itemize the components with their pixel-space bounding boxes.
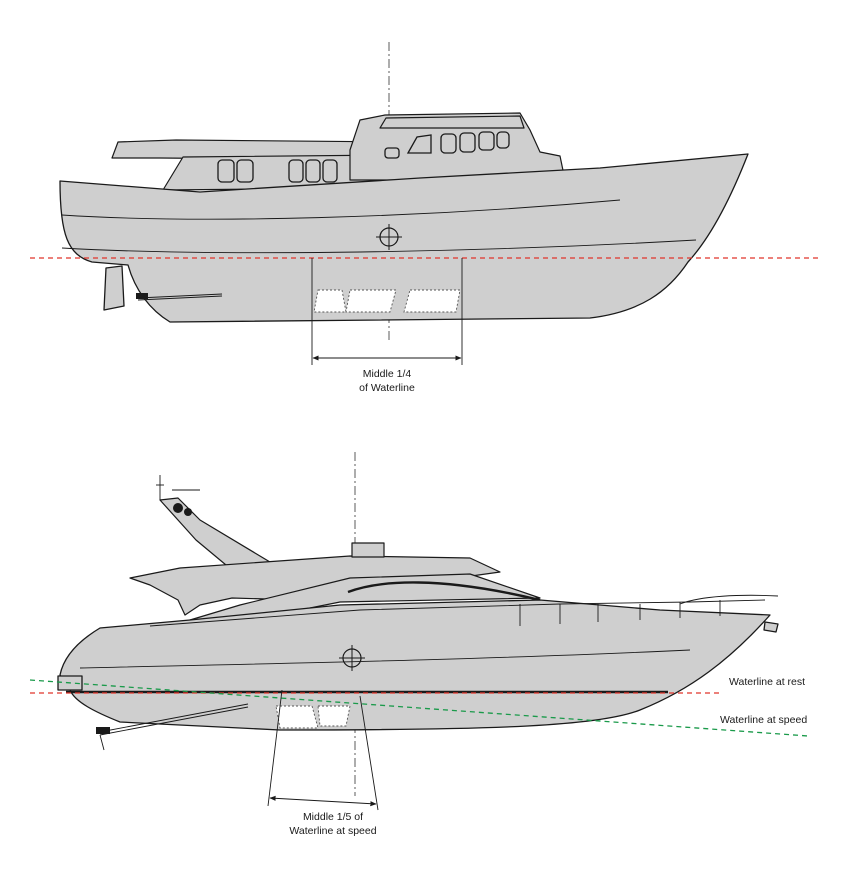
cruiser-propeller	[96, 727, 110, 734]
cruiser-flybridge-helm	[351, 542, 385, 558]
trawler-middle-quarter-dimension	[311, 258, 463, 365]
trawler-center-of-gravity-icon	[376, 224, 402, 250]
bottom-dimension-label-line2: Waterline at speed	[289, 825, 376, 837]
trawler-boat: Middle 1/4 of Waterline	[30, 42, 818, 394]
cruiser-windshield	[347, 581, 541, 602]
trawler-windows	[217, 131, 510, 183]
trawler-fuel-tanks	[313, 289, 461, 313]
waterline-at-rest-label: Waterline at rest	[729, 676, 805, 688]
trawler-propeller	[136, 293, 148, 299]
trawler-rudder	[103, 265, 125, 311]
cruiser-prop-shaft	[99, 703, 249, 733]
cruiser-anchor	[763, 621, 779, 633]
trawler-prop-shaft	[137, 293, 223, 299]
top-dimension-label-line2: of Waterline	[359, 382, 415, 394]
cruiser-fuel-tanks	[275, 705, 351, 729]
trawler-chine-line	[61, 239, 697, 254]
trawler-hull	[59, 153, 749, 323]
cruiser-strake-line	[79, 649, 691, 669]
trawler-pilothouse-roof	[379, 115, 525, 129]
bottom-dimension-label-line1: Middle 1/5 of	[303, 811, 363, 823]
top-dimension-label-line1: Middle 1/4	[363, 368, 412, 380]
cruiser-center-of-gravity-icon	[339, 645, 365, 671]
cruiser-antenna-icon	[156, 475, 200, 516]
flybridge-boat: Waterline at rest Waterline at speed Mid…	[29, 452, 809, 837]
cruiser-rail-posts	[519, 600, 721, 626]
cruiser-middle-fifth-dimension	[267, 689, 379, 811]
cruiser-hull	[59, 599, 771, 731]
waterline-at-speed-label: Waterline at speed	[720, 714, 807, 726]
cruiser-waterline-at-speed	[29, 679, 809, 737]
trawler-sheer-line	[61, 199, 621, 220]
cruiser-bow-rail	[679, 594, 779, 605]
